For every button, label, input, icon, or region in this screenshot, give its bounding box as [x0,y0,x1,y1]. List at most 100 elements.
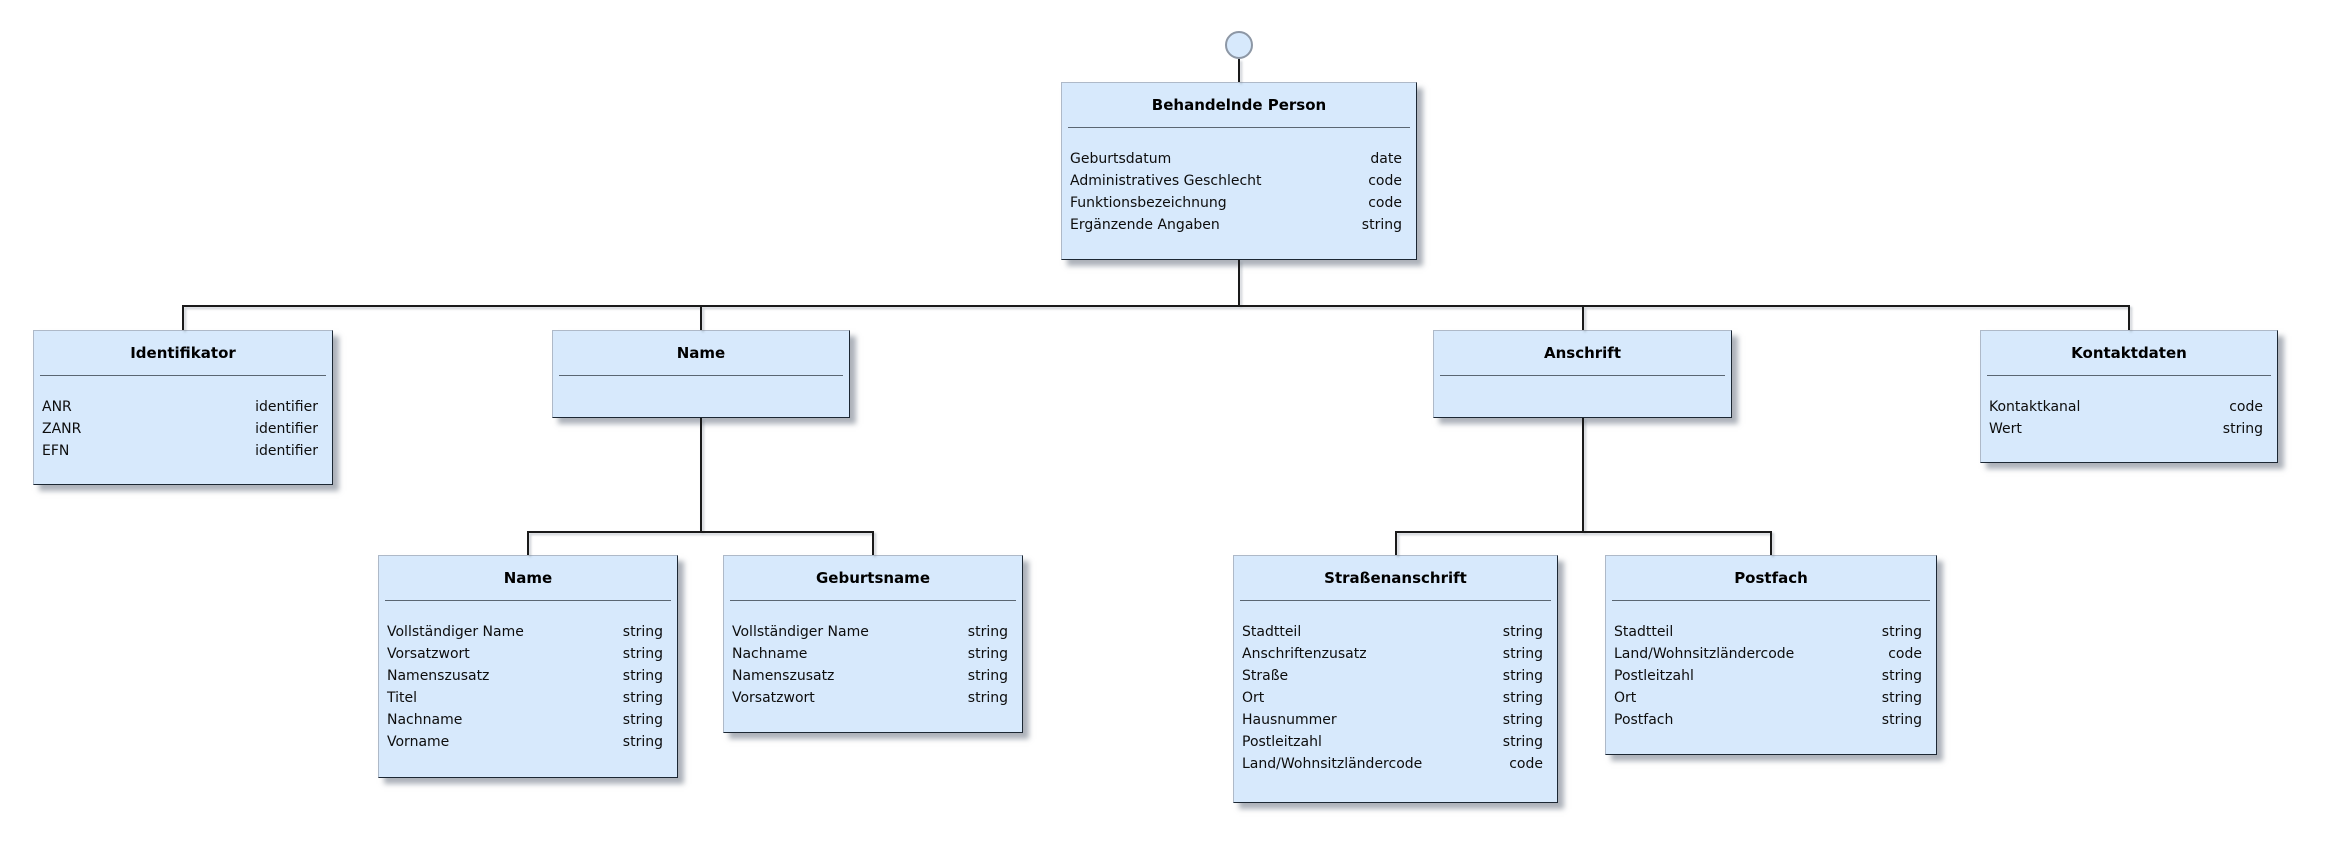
attribute-type: string [1502,624,1543,640]
attribute-type: string [622,624,663,640]
attribute-name: Wert [1989,421,2022,437]
entity-title: Geburtsname [815,569,930,587]
attribute-type: string [622,712,663,728]
root-anchor-circle-icon [1225,31,1253,59]
attribute-name: Vorsatzwort [732,690,815,706]
connector-line [527,533,529,555]
attribute-name: Nachname [387,712,463,728]
attribute-name: EFN [42,443,70,459]
connector-line [1238,260,1240,305]
connector-line [872,533,874,555]
title-separator [1440,375,1725,376]
attribute-type: identifier [255,421,318,437]
attribute-type: code [1368,173,1402,189]
attribute-name: Ort [1242,690,1265,706]
attribute-type: string [1502,668,1543,684]
attribute-name: Vorname [387,734,450,750]
entity-name-parent: Name [552,330,850,418]
attribute-row: Vorname string [379,731,677,753]
attribute-name: Land/Wohnsitzländercode [1242,756,1423,772]
entity-title: Name [676,344,726,362]
attribute-name: Namenszusatz [387,668,490,684]
attribute-type: string [1502,734,1543,750]
attribute-type: string [622,734,663,750]
attribute-type: string [1502,712,1543,728]
connector-line [1581,418,1584,531]
entity-title: Identifikator [130,344,236,362]
attribute-name: Ort [1614,690,1637,706]
attribute-row: Vorsatzwort string [724,687,1022,709]
entity-title: Anschrift [1543,344,1622,362]
attribute-type: string [2222,421,2263,437]
attribute-row: Namenszusatz string [379,665,677,687]
attribute-row: Land/Wohnsitzländercode code [1606,643,1936,665]
title-separator [1612,600,1930,601]
attribute-type: string [1502,646,1543,662]
entity-title: Kontaktdaten [2071,344,2187,362]
attribute-type: string [1361,217,1402,233]
attribute-type: code [1888,646,1922,662]
connector-line [1770,533,1772,555]
attribute-name: ANR [42,399,72,415]
attribute-type: string [622,690,663,706]
attribute-name: Vollständiger Name [732,624,869,640]
entity-anschrift: Anschrift [1433,330,1732,418]
attribute-type: string [622,668,663,684]
connector-bus-line [1394,531,1772,533]
attribute-type: date [1370,151,1402,167]
attribute-row: EFN identifier [34,440,332,462]
attribute-row: Postfach string [1606,709,1936,731]
title-separator [730,600,1016,601]
attribute-name: Straße [1242,668,1289,684]
entity-attributes [553,376,849,396]
attribute-type: identifier [255,443,318,459]
attribute-row: Nachname string [379,709,677,731]
attribute-name: Vorsatzwort [387,646,470,662]
connector-line [1581,307,1584,330]
attribute-row: ANR identifier [34,396,332,418]
attribute-type: string [1881,712,1922,728]
attribute-name: Stadtteil [1614,624,1674,640]
attribute-type: code [1509,756,1543,772]
attribute-type: string [967,690,1008,706]
attribute-row: Hausnummer string [1234,709,1557,731]
title-separator [1240,600,1551,601]
attribute-type: identifier [255,399,318,415]
attribute-name: Postfach [1614,712,1674,728]
attribute-type: code [2229,399,2263,415]
attribute-name: Hausnummer [1242,712,1337,728]
connector-line [1394,533,1397,555]
title-separator [1068,127,1410,128]
entity-title: Straßenanschrift [1324,569,1467,587]
connector-line [2128,307,2130,330]
attribute-name: Land/Wohnsitzländercode [1614,646,1795,662]
